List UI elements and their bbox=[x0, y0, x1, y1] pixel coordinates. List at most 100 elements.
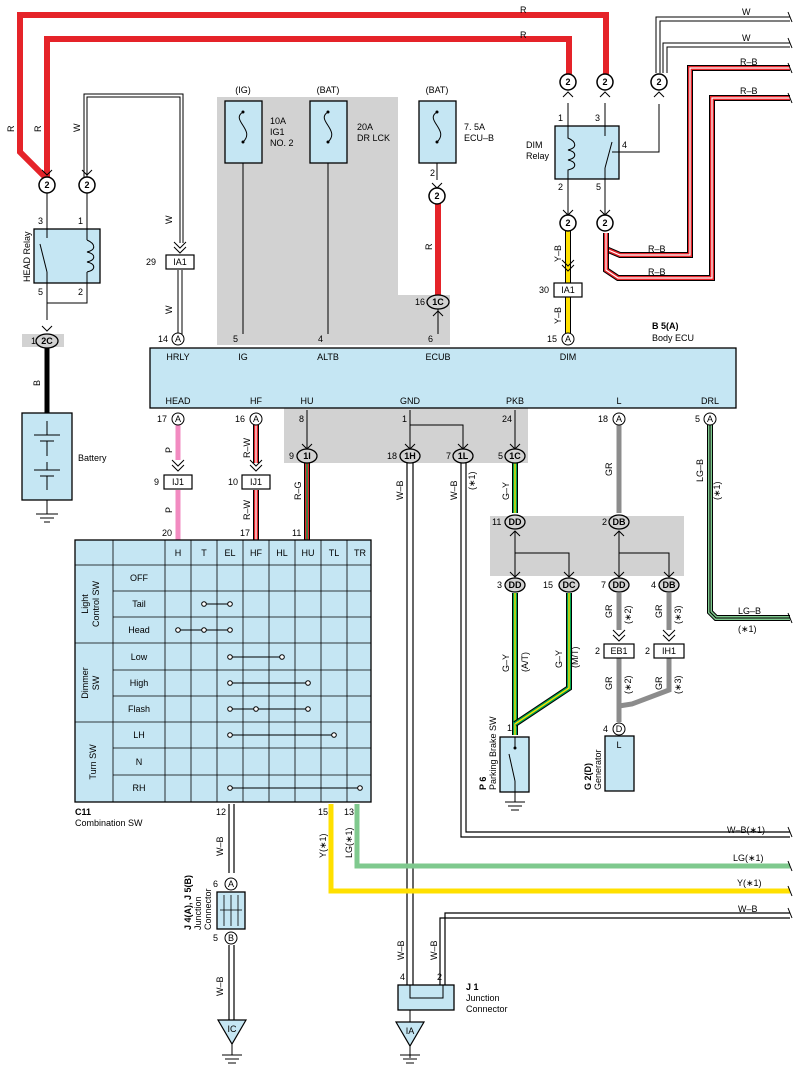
svg-text:GR: GR bbox=[654, 604, 664, 618]
svg-text:B: B bbox=[228, 933, 234, 943]
conn-2-dim-b5: 2 bbox=[596, 214, 614, 232]
svg-text:R–B: R–B bbox=[740, 57, 758, 67]
head-relay-label: HEAD Relay bbox=[22, 231, 32, 282]
svg-text:LG–B: LG–B bbox=[738, 606, 761, 616]
conn-2-head-b: 2 bbox=[78, 176, 96, 194]
conn-2-dim-b2: 2 bbox=[559, 214, 577, 232]
fuse-ig1-source: (IG) bbox=[235, 85, 251, 95]
fuse-ecub-source: (BAT) bbox=[426, 85, 449, 95]
svg-text:(M/T): (M/T) bbox=[570, 647, 580, 669]
svg-text:B: B bbox=[32, 380, 42, 386]
svg-text:2: 2 bbox=[602, 77, 607, 87]
fuse-drlck-source: (BAT) bbox=[317, 85, 340, 95]
gnd-wires bbox=[406, 410, 790, 1058]
svg-text:5: 5 bbox=[213, 933, 218, 943]
svg-text:GR: GR bbox=[604, 604, 614, 618]
fuse-ecub-pin: 2 bbox=[430, 168, 435, 178]
svg-text:P 6: P 6 bbox=[478, 777, 488, 790]
svg-text:W–B: W–B bbox=[215, 836, 225, 856]
svg-text:2: 2 bbox=[645, 646, 650, 656]
svg-text:(∗2): (∗2) bbox=[623, 605, 633, 624]
svg-text:High: High bbox=[130, 678, 149, 688]
ecu-name: Body ECU bbox=[652, 333, 694, 343]
ecu-term-l: L bbox=[616, 396, 621, 406]
svg-text:W–B: W–B bbox=[429, 940, 439, 960]
pkb-wires bbox=[512, 410, 572, 735]
svg-text:N: N bbox=[136, 757, 143, 767]
conn-1c: 1C 16 bbox=[415, 294, 450, 334]
junction-connector-j4-j5: A 6 B 5 J 4(A), J 5(B) Junction Connecto… bbox=[183, 875, 246, 945]
svg-text:6: 6 bbox=[428, 334, 433, 344]
svg-text:R–B: R–B bbox=[648, 244, 666, 254]
ia1-right: IA1 30 bbox=[539, 259, 583, 298]
ecu-term-dim: DIM bbox=[560, 352, 577, 362]
svg-text:Connector: Connector bbox=[203, 888, 213, 930]
svg-text:24: 24 bbox=[502, 414, 512, 424]
svg-text:R: R bbox=[6, 125, 16, 132]
svg-text:EB1: EB1 bbox=[610, 646, 627, 656]
svg-text:W–B: W–B bbox=[396, 940, 406, 960]
svg-text:Dimmer: Dimmer bbox=[80, 667, 90, 699]
junction-connector-j1: 4 2 J 1 Junction Connector bbox=[397, 972, 508, 1014]
svg-text:10: 10 bbox=[228, 477, 238, 487]
svg-text:2: 2 bbox=[565, 218, 570, 228]
ground-ic: IC bbox=[216, 1019, 248, 1064]
svg-text:2: 2 bbox=[602, 517, 607, 527]
svg-text:Control SW: Control SW bbox=[91, 580, 101, 627]
svg-text:7: 7 bbox=[446, 451, 451, 461]
svg-text:GR: GR bbox=[604, 462, 614, 476]
svg-text:30: 30 bbox=[539, 285, 549, 295]
svg-text:A: A bbox=[253, 414, 259, 424]
fuse-ig1-name2: NO. 2 bbox=[270, 138, 294, 148]
svg-text:W: W bbox=[164, 215, 174, 224]
svg-text:1I: 1I bbox=[303, 451, 311, 461]
ecu-term-ecub: ECUB bbox=[425, 352, 450, 362]
svg-text:GR: GR bbox=[654, 676, 664, 690]
svg-text:T: T bbox=[201, 548, 207, 558]
svg-text:18: 18 bbox=[598, 414, 608, 424]
svg-text:W: W bbox=[742, 7, 751, 17]
svg-text:17: 17 bbox=[240, 528, 250, 538]
drl-wire bbox=[707, 425, 790, 621]
svg-text:2: 2 bbox=[44, 180, 49, 190]
svg-text:15: 15 bbox=[543, 580, 553, 590]
svg-text:1L: 1L bbox=[458, 451, 469, 461]
fuse-ecub-name: ECU–B bbox=[464, 133, 494, 143]
svg-text:R–W: R–W bbox=[242, 437, 252, 458]
svg-text:A: A bbox=[616, 414, 622, 424]
svg-text:TR: TR bbox=[354, 548, 366, 558]
svg-text:OFF: OFF bbox=[130, 573, 148, 583]
svg-text:H: H bbox=[175, 548, 182, 558]
svg-text:Parking Brake SW: Parking Brake SW bbox=[488, 716, 498, 790]
svg-text:1H: 1H bbox=[404, 451, 416, 461]
svg-text:R: R bbox=[33, 125, 43, 132]
svg-text:7: 7 bbox=[601, 580, 606, 590]
svg-text:HF: HF bbox=[250, 548, 262, 558]
svg-text:Low: Low bbox=[131, 652, 148, 662]
svg-text:HL: HL bbox=[276, 548, 288, 558]
fuse-ig1-rating: 10A bbox=[270, 116, 286, 126]
svg-text:2: 2 bbox=[565, 77, 570, 87]
dim-relay-pin4: 4 bbox=[622, 140, 627, 150]
svg-text:Junction: Junction bbox=[466, 993, 500, 1003]
svg-text:DD: DD bbox=[509, 580, 522, 590]
fuse-ig1: (IG) 10A IG1 NO. 2 bbox=[224, 85, 294, 334]
head-relay-pin1: 1 bbox=[78, 216, 83, 226]
dim-relay-label-2: Relay bbox=[526, 151, 550, 161]
dim-relay-pin1: 1 bbox=[558, 113, 563, 123]
svg-text:(∗1): (∗1) bbox=[467, 471, 477, 490]
svg-text:(∗2): (∗2) bbox=[623, 675, 633, 694]
svg-text:DD: DD bbox=[613, 580, 626, 590]
svg-text:2: 2 bbox=[437, 972, 442, 982]
svg-text:8: 8 bbox=[299, 414, 304, 424]
svg-text:Y(∗1): Y(∗1) bbox=[737, 878, 762, 888]
svg-text:LG(∗1): LG(∗1) bbox=[733, 853, 764, 863]
svg-text:9: 9 bbox=[154, 477, 159, 487]
svg-text:R–G: R–G bbox=[293, 481, 303, 500]
head-relay-pin5: 5 bbox=[38, 287, 43, 297]
ij1-connectors: IJ1 9 IJ1 10 bbox=[154, 459, 271, 490]
svg-text:DB: DB bbox=[663, 580, 676, 590]
svg-text:17: 17 bbox=[157, 414, 167, 424]
svg-text:1: 1 bbox=[507, 723, 512, 733]
red-wires bbox=[17, 12, 609, 295]
